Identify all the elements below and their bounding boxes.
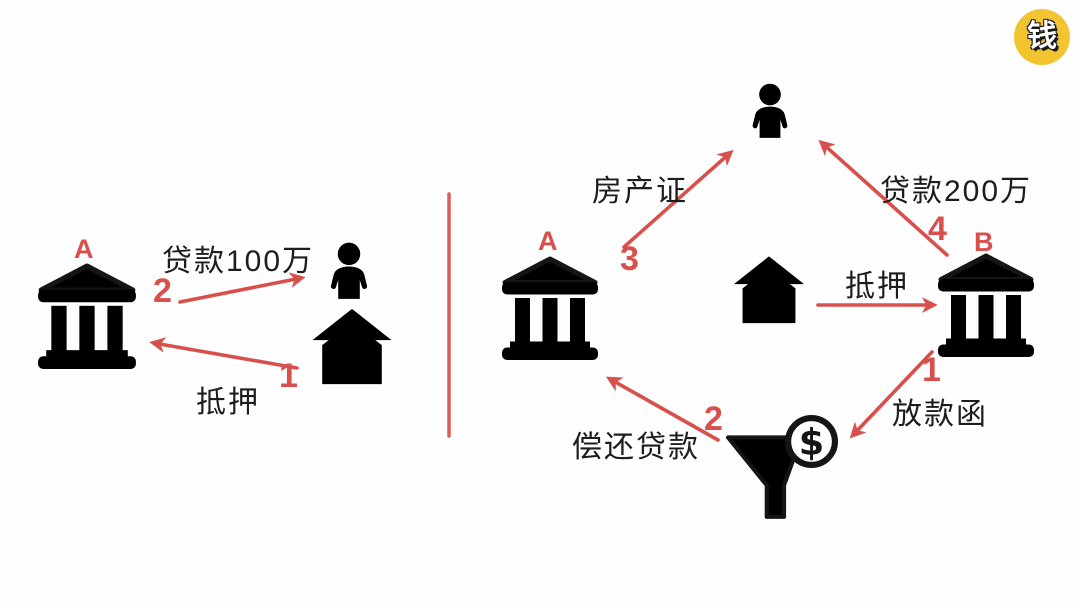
right-cert-text: 房产证 [592,175,688,208]
money-badge: 钱 [1014,9,1070,65]
right-person-icon [752,83,788,138]
right-letter-text: 放款函 [892,398,988,431]
right-bank-a-icon [500,256,600,360]
left-person-icon [330,242,368,299]
right-bank-b-icon [935,253,1037,357]
left-bank-icon [36,263,138,369]
right-step-2-number: 2 [704,400,723,438]
right-loan-amount-text: 贷款200万 [880,175,1033,208]
right-step-1-number: 1 [922,351,941,389]
left-house-lock-icon [312,308,392,385]
right-mortgage-text: 抵押 [845,270,909,303]
left-loan-amount-text: 贷款100万 [162,245,315,278]
right-step-4-number: 4 [928,210,947,248]
left-mortgage-text: 抵押 [196,386,260,419]
right-repay-text: 偿还贷款 [572,431,700,464]
funnel-dollar-icon [726,414,838,522]
right-house-lock-icon [733,256,805,324]
left-step-2-number: 2 [153,272,172,310]
right-bank-a-label: A [538,226,558,256]
left-arrow-loan-to-person [178,272,306,304]
money-badge-label: 钱 [1027,20,1057,53]
right-bank-b-label: B [974,227,994,257]
left-step-1-number: 1 [279,357,298,395]
left-bank-a-label: A [74,234,94,264]
right-step-3-number: 3 [620,240,639,278]
left-arrow-mortgage-to-bank [149,337,299,370]
